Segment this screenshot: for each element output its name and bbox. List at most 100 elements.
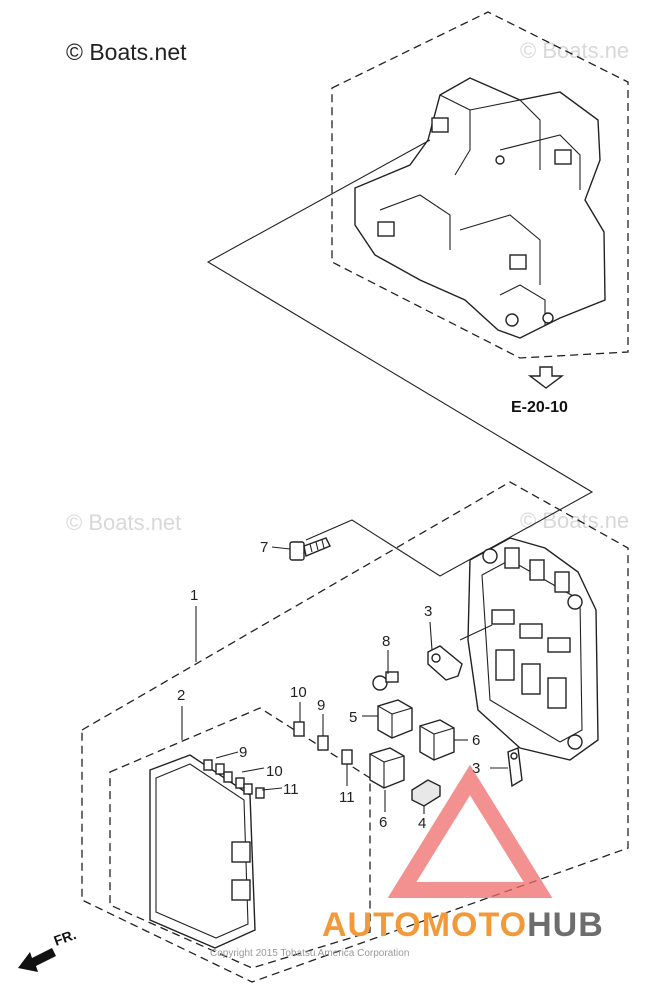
cable-eyelet <box>510 752 518 760</box>
connector-part-4 <box>411 779 441 807</box>
callout-1: 1 <box>190 587 198 604</box>
bracket-hole <box>505 313 519 327</box>
down-arrow-icon <box>527 366 565 389</box>
bracket-rib <box>469 99 541 170</box>
cable-part-3-upper <box>427 645 463 681</box>
spare-fuse-10 <box>235 777 245 789</box>
connector-tab <box>504 547 520 569</box>
callout-5: 5 <box>349 709 357 726</box>
cable-part-3-lower <box>507 747 523 788</box>
relay-socket <box>521 663 541 695</box>
relay-5-body <box>377 699 413 739</box>
upper-bracket-assembly <box>331 11 629 359</box>
callout-9-cover: 9 <box>239 744 247 761</box>
callout-11-cover: 11 <box>283 781 299 798</box>
cover-latch <box>231 879 251 901</box>
spare-fuse-9 <box>203 759 213 771</box>
bracket-rib <box>499 134 581 190</box>
grommet-part-8 <box>372 671 399 691</box>
callout-11-loose: 11 <box>339 789 355 806</box>
front-direction-indicator <box>18 948 56 972</box>
relay-6-edges <box>419 725 455 760</box>
watermark-mid-left: © Boats.net <box>66 510 181 535</box>
fuse-slot <box>491 609 515 625</box>
bracket-body <box>354 77 606 339</box>
connector-tab <box>554 571 570 593</box>
automotohub-logo <box>387 764 553 898</box>
watermark-top-left: © Boats.net <box>66 39 187 65</box>
relay-6-edges <box>369 753 405 788</box>
cover-latch <box>231 841 251 863</box>
lower-assembly-outline <box>81 481 629 983</box>
bracket-tab <box>377 221 395 237</box>
callout-10-loose: 10 <box>290 684 307 701</box>
bolt-thread <box>309 543 313 553</box>
fuse-part-10-loose <box>293 721 305 737</box>
spare-fuse-11 <box>255 787 265 799</box>
copyright-notice: Copyright 2015 Tohatsu America Corporati… <box>210 948 409 959</box>
fuse-body <box>317 735 329 751</box>
leader-11-cover <box>261 787 283 791</box>
callout-9-loose: 9 <box>317 697 325 714</box>
bolt-thread <box>321 539 325 549</box>
callout-4: 4 <box>418 815 426 832</box>
cover-part-2 <box>149 754 265 949</box>
connector-4-body <box>411 779 441 807</box>
reference-label: E-20-10 <box>511 399 568 416</box>
callout-8: 8 <box>382 633 390 650</box>
connector-tab <box>529 559 545 581</box>
fuse-body <box>341 749 353 765</box>
leader-line-bracket <box>206 139 594 577</box>
fuse-part-9-loose <box>317 735 329 751</box>
cover-inner <box>155 763 249 939</box>
reference-arrow <box>527 366 565 389</box>
spare-fuse-9 <box>215 763 225 775</box>
logo-triangle-icon <box>387 764 553 898</box>
logo-text-auto: AUTO <box>322 906 422 944</box>
bolt-head <box>289 541 305 561</box>
logo-text-moto: MOTO <box>422 906 527 944</box>
relay-socket <box>495 649 515 681</box>
leader-10-cover <box>241 767 265 773</box>
grommet-body <box>372 675 388 691</box>
bolt-part-7 <box>289 537 331 561</box>
cable-fuse-body <box>427 645 463 681</box>
front-label: FR. <box>52 926 79 949</box>
relay-part-6-right <box>419 719 455 761</box>
bracket-tab <box>431 117 449 133</box>
bracket-rib <box>439 94 471 176</box>
fuse-body <box>293 721 305 737</box>
front-arrow-icon <box>18 948 56 972</box>
fuse-slot <box>519 623 543 639</box>
fuse-slot <box>547 637 571 653</box>
fuse-part-11-loose <box>341 749 353 765</box>
relay-6-body <box>419 719 455 761</box>
relay-part-5 <box>377 699 413 739</box>
bracket-rib <box>379 194 451 250</box>
leader-7 <box>271 546 291 550</box>
callout-6-right: 6 <box>472 732 480 749</box>
leader-3-upper <box>429 621 433 651</box>
callout-6-lower: 6 <box>379 814 387 831</box>
callout-2: 2 <box>177 687 185 704</box>
callout-10-cover: 10 <box>266 763 283 780</box>
watermark-top-right: © Boats.ne <box>520 38 629 63</box>
fuse-box-body <box>467 537 599 761</box>
mount-hole <box>567 734 583 750</box>
cable-eyelet <box>431 653 441 663</box>
upper-bracket-outline <box>331 11 629 359</box>
watermark-mid-right: © Boats.ne <box>520 508 629 533</box>
bracket-tab <box>554 149 572 165</box>
logo-text-hub: HUB <box>527 906 604 944</box>
leader-9-cover <box>215 751 239 759</box>
bracket-tab <box>509 254 527 270</box>
callout-7: 7 <box>260 539 268 556</box>
mount-hole <box>482 548 498 564</box>
spare-fuse-10 <box>223 771 233 783</box>
relay-part-6-lower <box>369 747 405 789</box>
relay-socket <box>547 677 567 709</box>
spare-fuse-11 <box>243 783 253 795</box>
callout-3-upper: 3 <box>424 603 432 620</box>
